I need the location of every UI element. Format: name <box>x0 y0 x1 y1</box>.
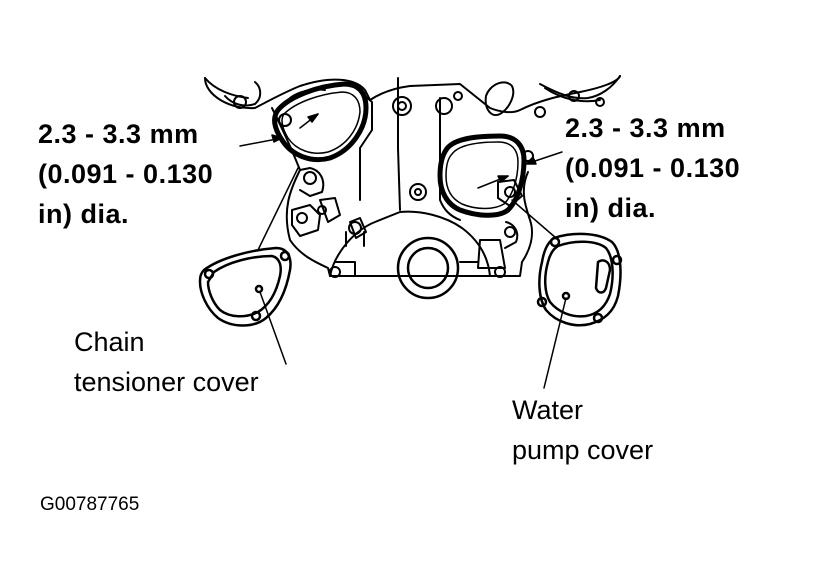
right-spec-line2: (0.091 - 0.130 <box>565 153 741 183</box>
chain-tensioner-leader-down <box>259 291 287 365</box>
water-pump-leader-up <box>511 199 557 239</box>
leader-lines <box>239 113 567 389</box>
chain-tensioner-opening <box>272 81 369 163</box>
chain-tensioner-leader-up <box>257 167 299 251</box>
water-pump-label-line1: Water <box>512 395 584 425</box>
left-spec-line3: in) dia. <box>38 199 129 229</box>
right-spec-line1: 2.3 - 3.3 mm <box>565 113 726 143</box>
bolt-holes <box>233 90 605 278</box>
water-pump-label-line2: pump cover <box>512 435 654 465</box>
water-pump-cover <box>536 232 623 327</box>
crankshaft-bore <box>396 236 460 300</box>
chain-tensioner-label-line1: Chain <box>74 327 145 357</box>
figure-code: G00787765 <box>40 494 140 515</box>
chain-tensioner-cover <box>198 246 292 327</box>
left-spec-line1: 2.3 - 3.3 mm <box>38 119 199 149</box>
chain-tensioner-label-line2: tensioner cover <box>74 367 259 397</box>
left-spec-line2: (0.091 - 0.130 <box>38 159 214 189</box>
water-pump-opening <box>437 133 527 218</box>
water-pump-leader-down <box>543 297 567 389</box>
right-spec-line3: in) dia. <box>565 193 656 223</box>
